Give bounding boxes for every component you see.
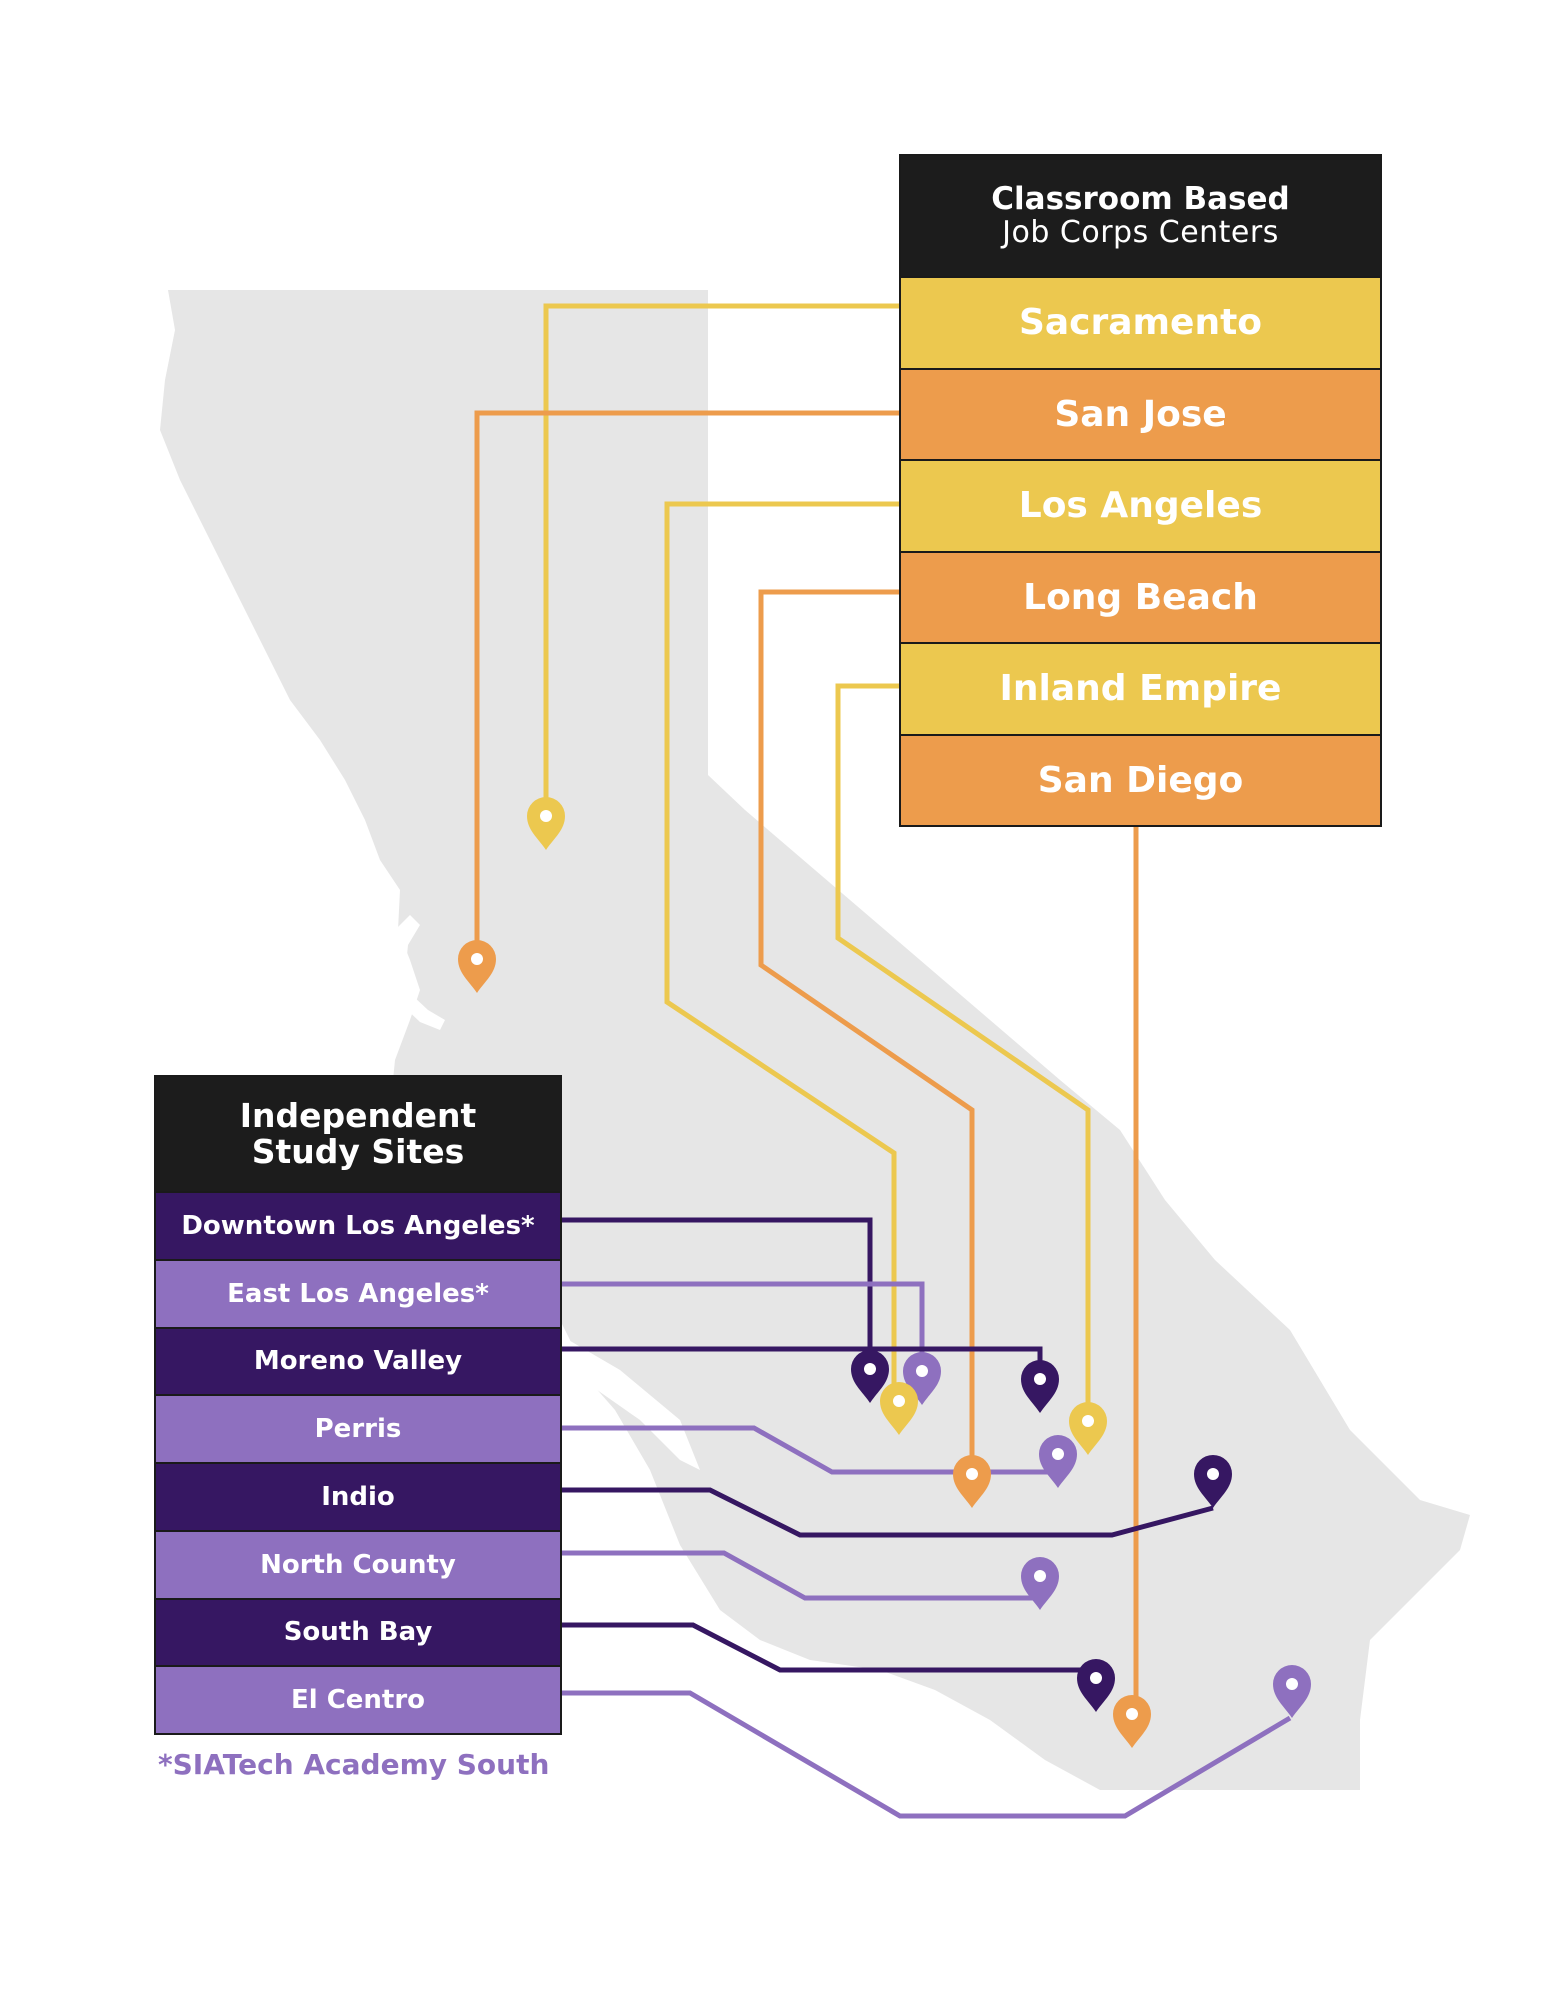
independent-connector-5 bbox=[562, 1550, 1040, 1601]
classroom-site-row-2: Los Angeles bbox=[901, 459, 1380, 551]
classroom-site-row-4: Inland Empire bbox=[901, 642, 1380, 734]
independent-site-row-6: South Bay bbox=[156, 1597, 560, 1666]
classroom-connector-0 bbox=[543, 303, 899, 820]
independent-title-line1: Independent bbox=[239, 1096, 477, 1135]
classroom-site-row-5: San Diego bbox=[901, 733, 1380, 825]
classroom-site-row-3: Long Beach bbox=[901, 550, 1380, 642]
classroom-header: Classroom Based Job Corps Centers bbox=[901, 156, 1380, 276]
independent-connector-7 bbox=[562, 1690, 1292, 1819]
independent-pin-4 bbox=[1194, 1454, 1232, 1508]
classroom-connector-3 bbox=[758, 589, 975, 1478]
independent-pin-5 bbox=[1021, 1557, 1059, 1610]
independent-pin-0 bbox=[851, 1350, 889, 1403]
location-pins bbox=[458, 797, 1311, 1748]
independent-site-row-3: Perris bbox=[156, 1394, 560, 1462]
classroom-site-row-0: Sacramento bbox=[901, 276, 1380, 368]
independent-site-row-1: East Los Angeles* bbox=[156, 1258, 560, 1327]
independent-connector-3 bbox=[562, 1425, 1058, 1475]
classroom-pin-2 bbox=[880, 1382, 918, 1435]
independent-sites-panel: Independent Study Sites Downtown Los Ang… bbox=[154, 1075, 562, 1735]
independent-pin-6 bbox=[1077, 1659, 1115, 1712]
independent-site-row-5: North County bbox=[156, 1529, 560, 1598]
classroom-sites-panel: Classroom Based Job Corps Centers Sacram… bbox=[899, 154, 1382, 827]
independent-header: Independent Study Sites bbox=[156, 1077, 560, 1191]
independent-site-row-0: Downtown Los Angeles* bbox=[156, 1191, 560, 1259]
connector-lines bbox=[474, 303, 1292, 1819]
classroom-site-row-1: San Jose bbox=[901, 367, 1380, 459]
independent-site-row-7: El Centro bbox=[156, 1665, 560, 1733]
independent-connector-0 bbox=[562, 1217, 873, 1390]
independent-site-row-2: Moreno Valley bbox=[156, 1326, 560, 1395]
bay-cutout bbox=[393, 915, 445, 1030]
independent-pin-7 bbox=[1273, 1665, 1311, 1718]
classroom-connector-1 bbox=[474, 410, 899, 963]
classroom-connector-4 bbox=[835, 683, 1091, 1425]
classroom-pin-4 bbox=[1069, 1402, 1107, 1455]
classroom-pin-5 bbox=[1113, 1695, 1151, 1748]
independent-title-line2: Study Sites bbox=[251, 1132, 465, 1171]
coast-cutout bbox=[560, 1335, 700, 1470]
classroom-subtitle: Job Corps Centers bbox=[1002, 215, 1279, 250]
classroom-title: Classroom Based bbox=[991, 181, 1290, 217]
independent-site-row-4: Indio bbox=[156, 1462, 560, 1530]
california-shape bbox=[160, 290, 1470, 1790]
independent-pin-2 bbox=[1021, 1360, 1059, 1413]
classroom-pin-0 bbox=[527, 797, 565, 850]
independent-pin-3 bbox=[1039, 1435, 1077, 1488]
classroom-connector-2 bbox=[664, 501, 899, 1395]
footnote: *SIATech Academy South bbox=[158, 1748, 550, 1781]
classroom-pin-3 bbox=[953, 1455, 991, 1508]
classroom-pin-1 bbox=[458, 940, 496, 993]
independent-connector-4 bbox=[562, 1487, 1214, 1538]
independent-site-list: Downtown Los Angeles*East Los Angeles*Mo… bbox=[156, 1191, 560, 1733]
